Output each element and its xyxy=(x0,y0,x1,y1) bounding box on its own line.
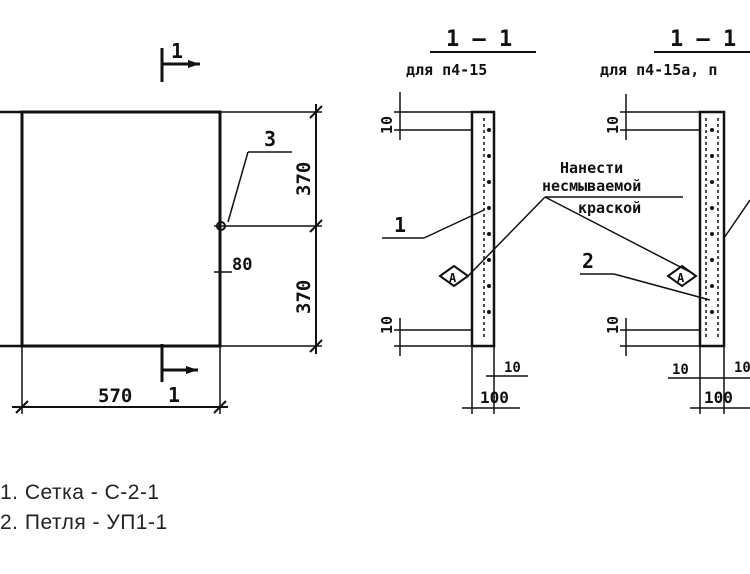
section-a-dim-width: 100 xyxy=(480,388,509,407)
section-a-dim-top: 10 xyxy=(378,116,396,134)
note-line-3: краской xyxy=(578,199,641,217)
section-b-dim-top: 10 xyxy=(604,116,622,134)
legend-item-2: 2. Петля - УП1-1 xyxy=(0,511,168,534)
section-b-dim-right: 10 xyxy=(734,360,750,376)
section-b-dim-width: 100 xyxy=(704,388,733,407)
slab-outline xyxy=(20,110,222,348)
section-a-mark: А xyxy=(449,271,457,285)
dim-bottom-370: 370 xyxy=(293,280,315,314)
section-b-mark: А xyxy=(677,271,685,285)
section-b-subtitle: для п4-15а, п xyxy=(600,61,717,79)
note-line-1: Нанести xyxy=(560,159,623,177)
section-a-dim-bottom: 10 xyxy=(378,316,396,334)
dim-width-570: 570 xyxy=(98,385,132,407)
section-a-slab xyxy=(470,110,496,348)
section-b-dim-left: 10 xyxy=(672,362,689,378)
section-b-title: 1 — 1 xyxy=(670,27,736,52)
note-callout: Нанести несмываемой краской xyxy=(542,159,691,273)
section-a-title: 1 — 1 xyxy=(446,27,512,52)
section-a-dim-edge: 10 xyxy=(504,360,521,376)
dim-gap-80: 80 xyxy=(232,255,252,275)
plan-view: 1 370 370 80 3 570 1 xyxy=(0,39,323,414)
section-a-label-1: 1 xyxy=(394,213,406,237)
section-b-dim-bottom: 10 xyxy=(604,316,622,334)
section-b-label-2: 2 xyxy=(582,249,594,273)
section-a: 1 — 1 для п4-15 10 10 1 А 1 xyxy=(378,27,546,414)
note-line-2: несмываемой xyxy=(542,177,641,195)
leader-label-3: 3 xyxy=(264,127,276,151)
dim-top-370: 370 xyxy=(293,162,315,196)
section-mark-top: 1 xyxy=(171,39,183,63)
parts-legend: 1. Сетка - С-2-1 2. Петля - УП1-1 xyxy=(0,478,168,538)
section-a-subtitle: для п4-15 xyxy=(406,61,487,79)
section-mark-bottom: 1 xyxy=(168,383,180,407)
loop-marker xyxy=(216,221,226,231)
legend-item-1: 1. Сетка - С-2-1 xyxy=(0,481,160,504)
section-b: 1 — 1 для п4-15а, п 10 10 2 А 10 10 xyxy=(580,27,750,414)
